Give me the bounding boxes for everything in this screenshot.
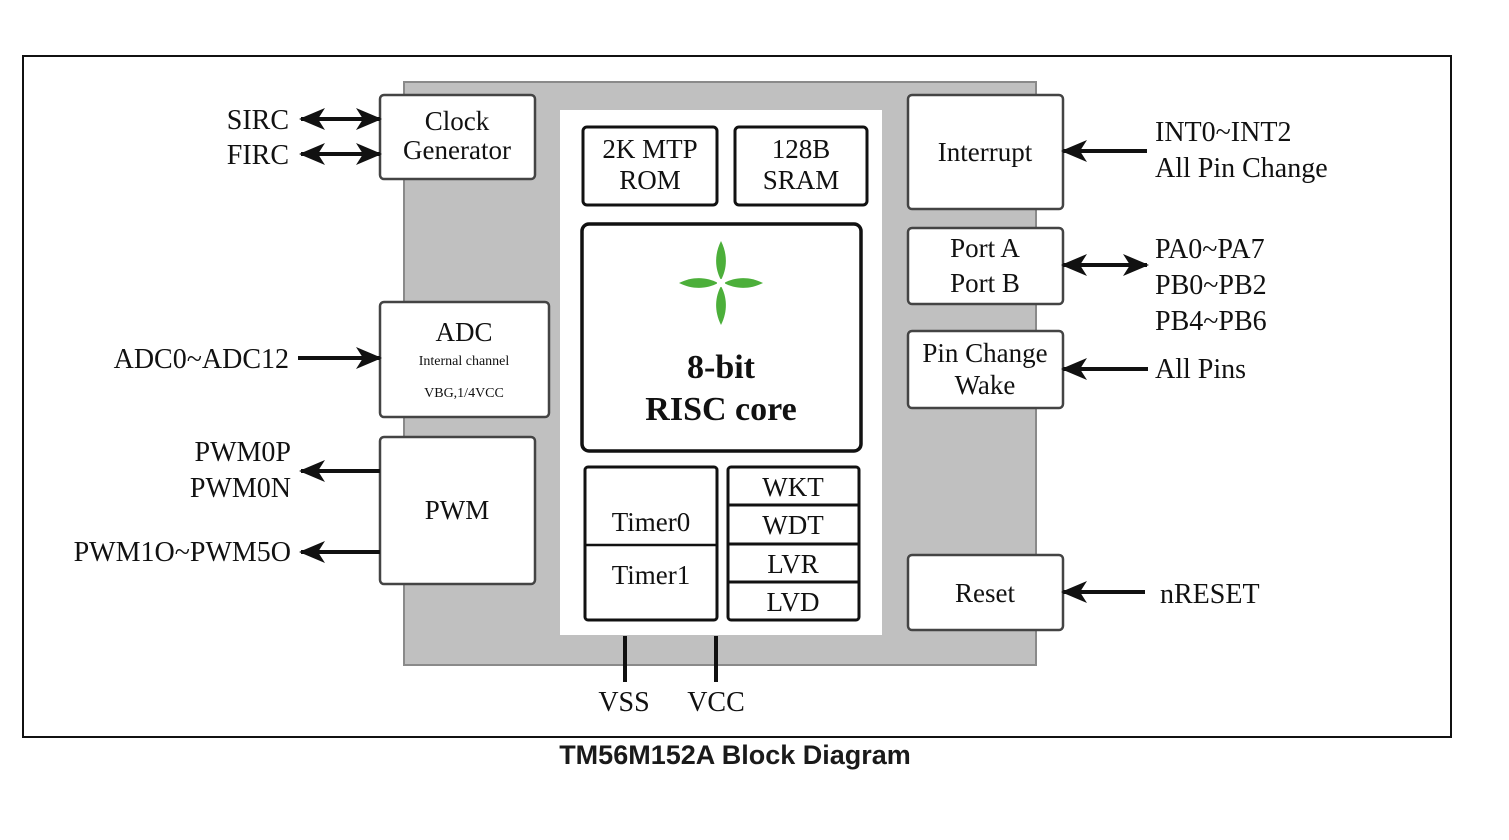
pwm0n-label: PWM0N xyxy=(190,473,291,504)
clover-logo-icon xyxy=(679,241,763,325)
port-b-label: Port B xyxy=(950,268,1020,298)
adc-title: ADC xyxy=(435,317,492,347)
rom-block: 2K MTP ROM xyxy=(581,125,719,207)
wdt-label: WDT xyxy=(762,510,824,540)
block-diagram: Clock Generator ADC Internal channel VBG… xyxy=(22,55,1452,738)
sram-label-2: SRAM xyxy=(763,165,840,195)
clock-generator-label-2: Generator xyxy=(403,135,511,165)
timers-block: Timer0 Timer1 xyxy=(583,465,719,622)
pin-change-label: Pin Change xyxy=(922,338,1047,368)
core-label-2: RISC core xyxy=(645,391,796,428)
adc-vbg: VBG,1/4VCC xyxy=(424,386,504,401)
all-pin-change-label: All Pin Change xyxy=(1155,153,1328,184)
pwm-block: PWM xyxy=(378,435,537,586)
lvr-label: LVR xyxy=(767,549,819,579)
rom-label-2: ROM xyxy=(619,165,681,195)
sirc-label: SIRC xyxy=(227,105,289,136)
peripherals-block: WKT WDT LVR LVD xyxy=(726,465,861,622)
reset-label: Reset xyxy=(955,578,1015,608)
sram-label-1: 128B xyxy=(772,134,831,164)
vcc-label: VCC xyxy=(687,687,745,718)
risc-core-block: 8-bit RISC core xyxy=(580,222,863,453)
adc-pins-label: ADC0~ADC12 xyxy=(114,344,289,375)
pa-pins-label: PA0~PA7 xyxy=(1155,234,1265,265)
clock-generator-label-1: Clock xyxy=(425,106,490,136)
diagram-frame xyxy=(22,55,1452,738)
interrupt-block: Interrupt xyxy=(906,93,1065,211)
pwm-label: PWM xyxy=(425,495,490,525)
pb4-pins-label: PB4~PB6 xyxy=(1155,306,1267,337)
adc-block: ADC Internal channel VBG,1/4VCC xyxy=(378,300,551,419)
sram-block: 128B SRAM xyxy=(733,125,869,207)
pwm1-5-label: PWM1O~PWM5O xyxy=(74,537,291,568)
vss-label: VSS xyxy=(598,687,649,718)
rom-label-1: 2K MTP xyxy=(602,134,697,164)
adc-internal-channel: Internal channel xyxy=(419,354,510,369)
wkt-label: WKT xyxy=(762,472,824,502)
all-pins-label: All Pins xyxy=(1155,354,1246,385)
pb0-pins-label: PB0~PB2 xyxy=(1155,270,1267,301)
nreset-label: nRESET xyxy=(1160,579,1260,610)
pin-change-wake-block: Pin Change Wake xyxy=(906,329,1065,410)
diagram-caption: TM56M152A Block Diagram xyxy=(559,740,911,770)
timer1-label: Timer1 xyxy=(612,560,691,590)
core-label-1: 8-bit xyxy=(687,349,756,386)
int-pins-label: INT0~INT2 xyxy=(1155,117,1291,148)
ports-block: Port A Port B xyxy=(906,226,1065,306)
timer0-label: Timer0 xyxy=(612,507,691,537)
clock-generator-block: Clock Generator xyxy=(378,93,537,181)
pwm0p-label: PWM0P xyxy=(195,437,291,468)
reset-block: Reset xyxy=(906,553,1065,632)
port-a-label: Port A xyxy=(950,233,1020,263)
wake-label: Wake xyxy=(955,370,1016,400)
lvd-label: LVD xyxy=(766,587,819,617)
interrupt-label: Interrupt xyxy=(938,137,1033,167)
firc-label: FIRC xyxy=(227,140,289,171)
